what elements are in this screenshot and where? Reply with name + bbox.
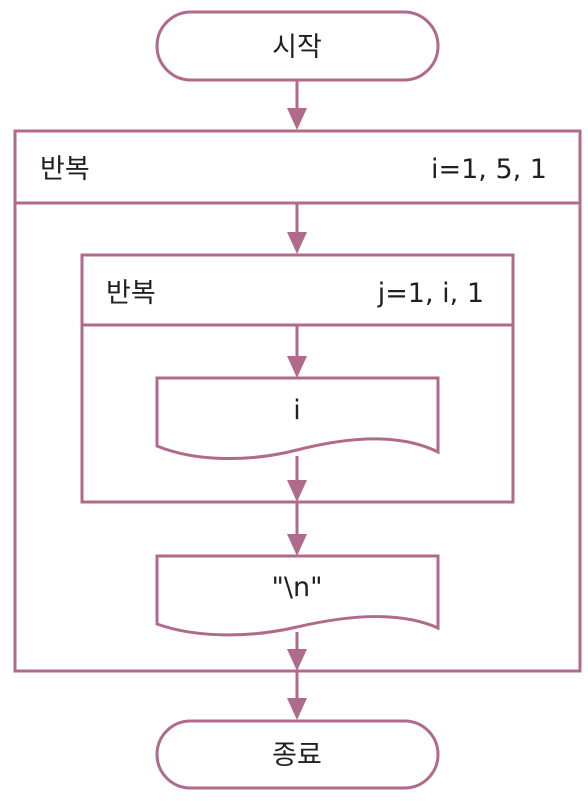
outer-loop-params: i=1, 5, 1	[431, 154, 547, 185]
arrowhead-print-newline-to-outer-bottom	[287, 649, 307, 671]
start-label: 시작	[272, 32, 322, 63]
arrowhead-inner-to-print-i	[287, 356, 307, 378]
arrowhead-start	[287, 108, 307, 130]
print-newline-label: "\n"	[271, 572, 322, 603]
arrowhead-print-i-to-inner-bottom	[287, 480, 307, 502]
print-newline-shape	[155, 554, 440, 637]
print-i-label: i	[293, 395, 301, 426]
arrowhead-outer-to-end	[287, 698, 307, 720]
arrowhead-outer-to-inner	[287, 232, 307, 254]
end-label: 종료	[272, 740, 322, 771]
print-i-shape	[155, 376, 440, 461]
inner-loop-keyword: 반복	[106, 278, 156, 309]
arrowhead-inner-to-print-newline	[287, 534, 307, 556]
end-terminator	[155, 719, 440, 790]
inner-loop-params: j=1, i, 1	[377, 278, 484, 309]
outer-loop-keyword: 반복	[40, 154, 90, 185]
start-terminator	[155, 10, 440, 82]
